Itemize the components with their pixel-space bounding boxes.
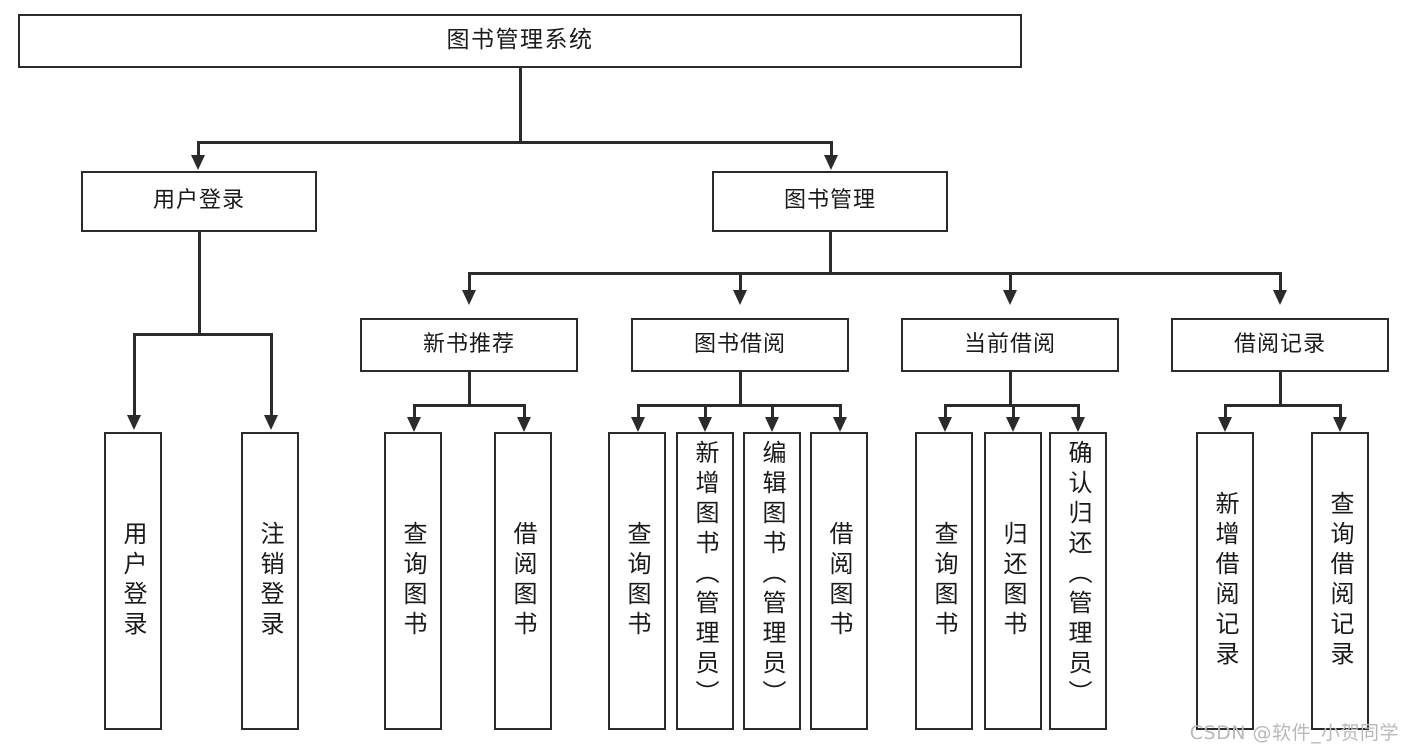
leaf-borrow-book[interactable]: 借阅图书 (810, 432, 868, 730)
leaf-label: 注销登录 (256, 521, 284, 641)
leaf-label: 新增图书（管理员） (691, 440, 719, 710)
connector-book-borrow-child-4 (839, 404, 842, 419)
node-book-management[interactable]: 图书管理 (712, 171, 948, 232)
leaf-add-book-admin[interactable]: 新增图书（管理员） (676, 432, 734, 730)
connector-root-to-book-mgmt (830, 141, 833, 157)
connector-current-borrow-child-1 (944, 404, 947, 419)
connector-borrow-record-stem (1279, 372, 1282, 406)
leaf-label: 查询图书 (623, 521, 651, 641)
connector-borrow-record-child-1 (1224, 404, 1227, 419)
node-label: 图书管理系统 (446, 27, 594, 54)
leaf-query-book-borrow[interactable]: 查询图书 (608, 432, 666, 730)
arrow-book-borrow-child-3 (765, 417, 779, 432)
leaf-label: 借阅图书 (509, 521, 537, 641)
arrow-user-login-child-2 (264, 415, 278, 430)
leaf-edit-book-admin[interactable]: 编辑图书（管理员） (743, 432, 801, 730)
connector-new-book-bar (413, 404, 526, 407)
connector-current-borrow-stem (1009, 372, 1012, 406)
node-label: 图书管理 (783, 188, 876, 214)
connector-book-borrow-child-3 (771, 404, 774, 419)
arrow-root-to-book-mgmt (824, 155, 838, 170)
leaf-user-logout[interactable]: 注销登录 (241, 432, 299, 730)
connector-book-borrow-child-2 (704, 404, 707, 419)
leaf-confirm-return-admin[interactable]: 确认归还（管理员） (1049, 432, 1107, 730)
node-label: 图书借阅 (693, 331, 786, 357)
node-root-book-management-system[interactable]: 图书管理系统 (18, 14, 1022, 68)
node-book-borrow[interactable]: 图书借阅 (631, 318, 849, 372)
connector-root-stem (519, 68, 522, 143)
leaf-query-borrow-record[interactable]: 查询借阅记录 (1311, 432, 1369, 730)
arrow-book-mgmt-child-4 (1273, 290, 1287, 305)
node-label: 用户登录 (152, 188, 245, 214)
arrow-new-book-child-2 (517, 417, 531, 432)
connector-user-login-bar (133, 333, 272, 336)
leaf-label: 归还图书 (999, 521, 1027, 641)
arrow-borrow-record-child-2 (1333, 417, 1347, 432)
arrow-book-mgmt-child-3 (1003, 290, 1017, 305)
connector-new-book-child-2 (523, 404, 526, 419)
leaf-query-book-current[interactable]: 查询图书 (915, 432, 973, 730)
node-user-login[interactable]: 用户登录 (81, 171, 317, 232)
arrow-root-to-user-login (191, 155, 205, 170)
connector-root-to-user-login (197, 141, 200, 157)
leaf-label: 查询借阅记录 (1326, 491, 1354, 671)
arrow-current-borrow-child-2 (1006, 417, 1020, 432)
node-borrow-record[interactable]: 借阅记录 (1171, 318, 1389, 372)
connector-user-login-child-2 (270, 333, 273, 417)
arrow-user-login-child-1 (127, 415, 141, 430)
connector-book-borrow-stem (739, 372, 742, 406)
arrow-new-book-child-1 (407, 417, 421, 432)
node-label: 借阅记录 (1233, 331, 1326, 357)
node-label: 新书推荐 (422, 331, 515, 357)
leaf-label: 查询图书 (399, 521, 427, 641)
connector-borrow-record-bar (1224, 404, 1341, 407)
connector-book-mgmt-child-3 (1009, 272, 1012, 292)
connector-user-login-child-1 (133, 333, 136, 417)
node-label: 当前借阅 (963, 331, 1056, 357)
arrow-current-borrow-child-3 (1071, 417, 1085, 432)
leaf-add-borrow-record[interactable]: 新增借阅记录 (1196, 432, 1254, 730)
connector-root-bar (197, 141, 833, 144)
leaf-label: 编辑图书（管理员） (758, 440, 786, 710)
arrow-borrow-record-child-1 (1218, 417, 1232, 432)
connector-book-mgmt-bar (468, 272, 1280, 275)
connector-new-book-stem (468, 372, 471, 406)
connector-user-login-stem (198, 232, 201, 335)
leaf-borrow-book-recommend[interactable]: 借阅图书 (494, 432, 552, 730)
connector-book-mgmt-child-4 (1279, 272, 1282, 292)
connector-new-book-child-1 (413, 404, 416, 419)
connector-book-mgmt-stem (829, 232, 832, 274)
leaf-user-login[interactable]: 用户登录 (104, 432, 162, 730)
connector-current-borrow-bar (944, 404, 1079, 407)
connector-current-borrow-child-3 (1077, 404, 1080, 419)
leaf-label: 新增借阅记录 (1211, 491, 1239, 671)
arrow-current-borrow-child-1 (938, 417, 952, 432)
connector-borrow-record-child-2 (1339, 404, 1342, 419)
leaf-return-book[interactable]: 归还图书 (984, 432, 1042, 730)
node-new-book-recommend[interactable]: 新书推荐 (360, 318, 578, 372)
watermark-text: CSDN @软件_小贺同学 (1189, 722, 1399, 744)
leaf-label: 用户登录 (119, 521, 147, 641)
node-current-borrow[interactable]: 当前借阅 (901, 318, 1119, 372)
arrow-book-borrow-child-2 (698, 417, 712, 432)
connector-book-borrow-child-1 (637, 404, 640, 419)
arrow-book-mgmt-child-2 (733, 290, 747, 305)
leaf-query-book-recommend[interactable]: 查询图书 (384, 432, 442, 730)
leaf-label: 查询图书 (930, 521, 958, 641)
arrow-book-mgmt-child-1 (462, 290, 476, 305)
connector-book-borrow-bar (637, 404, 841, 407)
connector-book-mgmt-child-1 (468, 272, 471, 292)
connector-current-borrow-child-2 (1012, 404, 1015, 419)
connector-book-mgmt-child-2 (739, 272, 742, 292)
arrow-book-borrow-child-4 (833, 417, 847, 432)
leaf-label: 确认归还（管理员） (1064, 440, 1092, 710)
arrow-book-borrow-child-1 (631, 417, 645, 432)
leaf-label: 借阅图书 (825, 521, 853, 641)
